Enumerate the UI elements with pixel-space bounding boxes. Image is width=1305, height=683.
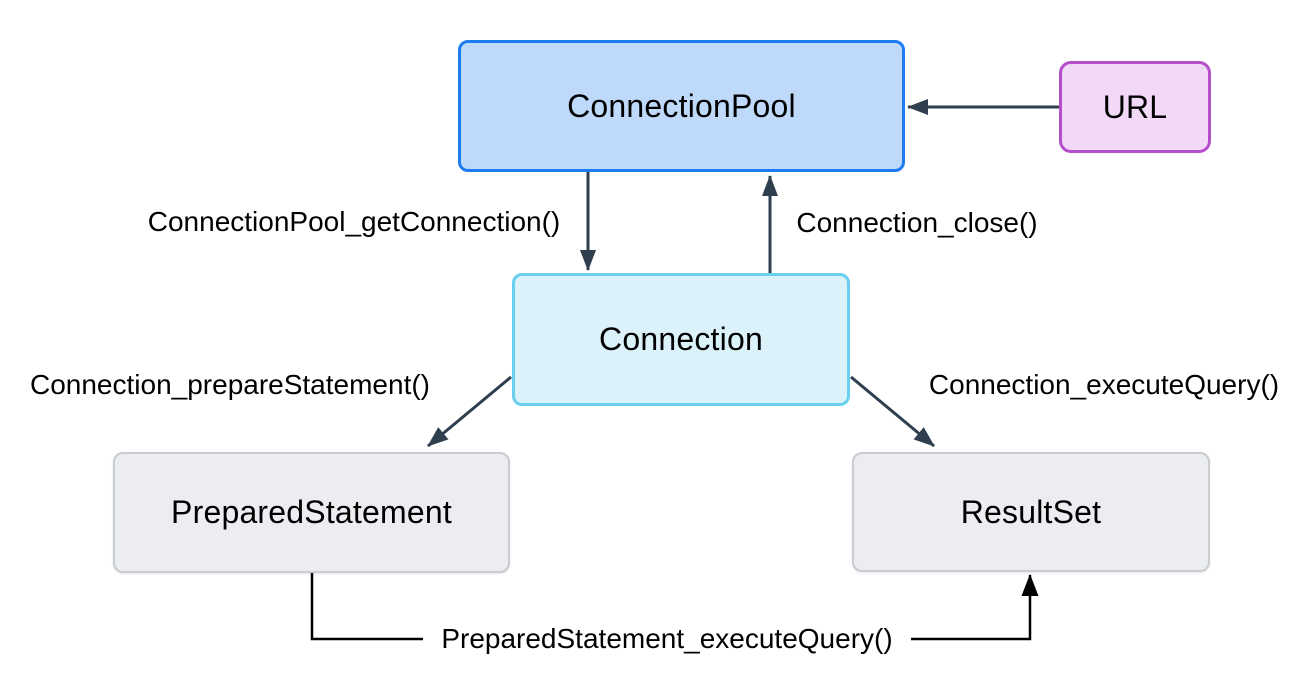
node-connection-label: Connection bbox=[599, 321, 763, 357]
edge-connection-to-preparedstatement bbox=[427, 375, 512, 448]
node-url: URL bbox=[1059, 61, 1211, 153]
node-resultset: ResultSet bbox=[852, 452, 1210, 572]
node-url-label: URL bbox=[1102, 88, 1168, 125]
node-preparedstatement: PreparedStatement bbox=[113, 452, 510, 573]
node-resultset-label: ResultSet bbox=[960, 493, 1102, 530]
node-connectionpool: ConnectionPool bbox=[458, 40, 905, 172]
node-connection: Connection bbox=[512, 273, 850, 406]
edge-label-preparestatement: Connection_prepareStatement() bbox=[29, 369, 431, 400]
edge-label-close: Connection_close() bbox=[796, 207, 1038, 238]
edge-label-preparedstatement-executequery: PreparedStatement_executeQuery() bbox=[441, 623, 893, 654]
edge-label-executequery: Connection_executeQuery() bbox=[928, 369, 1280, 400]
edge-preparedstatement-executequery-right bbox=[911, 574, 1039, 641]
edge-preparedstatement-executequery-left bbox=[310, 571, 423, 641]
edge-label-getconnection: ConnectionPool_getConnection() bbox=[147, 206, 561, 237]
edge-connection-to-resultset bbox=[850, 375, 935, 448]
node-connectionpool-label: ConnectionPool bbox=[567, 87, 796, 124]
node-preparedstatement-label: PreparedStatement bbox=[171, 494, 452, 530]
